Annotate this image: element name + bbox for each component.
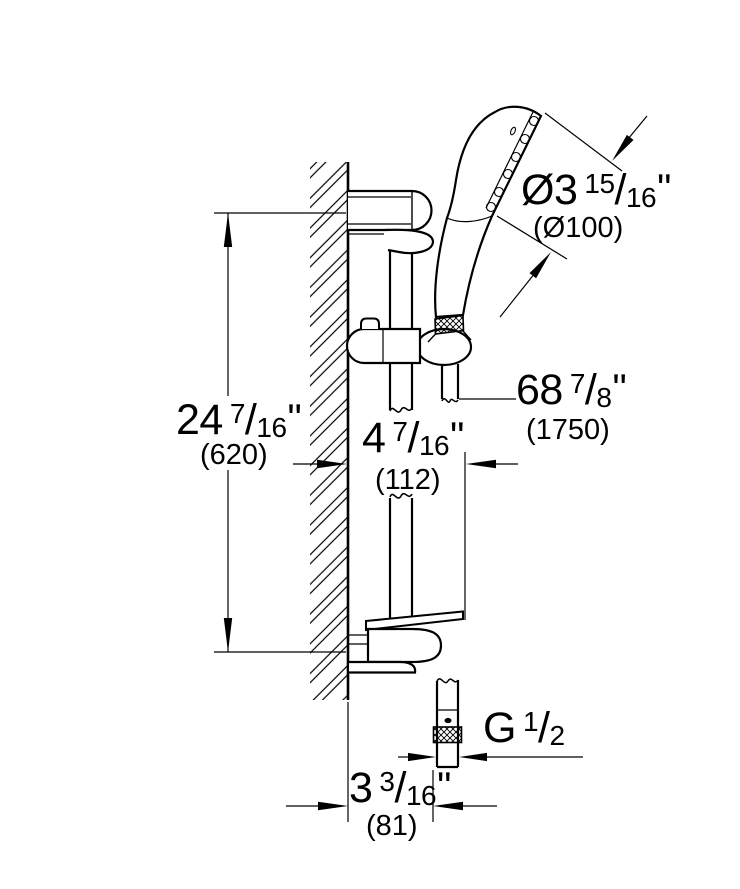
dim-hose-length-metric: (1750) xyxy=(526,414,610,446)
bracket-pivot-joint xyxy=(348,228,435,255)
dim-wall-distance xyxy=(293,452,518,620)
rail-break-line xyxy=(389,492,413,499)
dim-head-diameter-metric: (Ø100) xyxy=(533,212,624,244)
dim-rail-height-metric: (620) xyxy=(200,439,268,471)
connector-knurled-nut xyxy=(432,726,463,744)
dim-wall-distance-metric: (112) xyxy=(375,464,441,496)
handshower-knurled-nut xyxy=(434,314,465,335)
spray-nozzles xyxy=(485,115,540,213)
connector-slot xyxy=(444,717,452,724)
wall-section xyxy=(310,162,350,700)
holder-cone-lobe xyxy=(415,327,473,367)
dimension-lines xyxy=(214,112,648,822)
dim-outlet-offset-metric: (81) xyxy=(366,810,418,842)
wall-hatch xyxy=(310,162,348,700)
dim-rail-height xyxy=(214,212,346,653)
rail-break-line xyxy=(389,406,413,413)
sprayface-inner-line xyxy=(485,111,534,209)
hose-end-connector xyxy=(432,678,463,769)
dim-thread xyxy=(398,752,583,762)
handshower xyxy=(427,105,543,343)
handle-seam-line xyxy=(446,215,493,223)
bottom-wall-bracket xyxy=(349,610,464,674)
top-wall-bracket xyxy=(348,189,433,232)
shower-hose-stub xyxy=(440,364,460,403)
hose-break-line xyxy=(436,678,459,684)
rail-end-plate xyxy=(365,610,464,632)
dim-outlet-offset xyxy=(286,702,497,822)
glider-holder xyxy=(345,317,473,367)
hose-break-line xyxy=(441,398,459,403)
dim-head-diameter xyxy=(496,112,648,318)
handshower-body xyxy=(434,105,543,319)
glider-release-knob xyxy=(360,317,380,329)
bracket-base-lip xyxy=(349,660,417,674)
slide-rail xyxy=(388,248,414,620)
